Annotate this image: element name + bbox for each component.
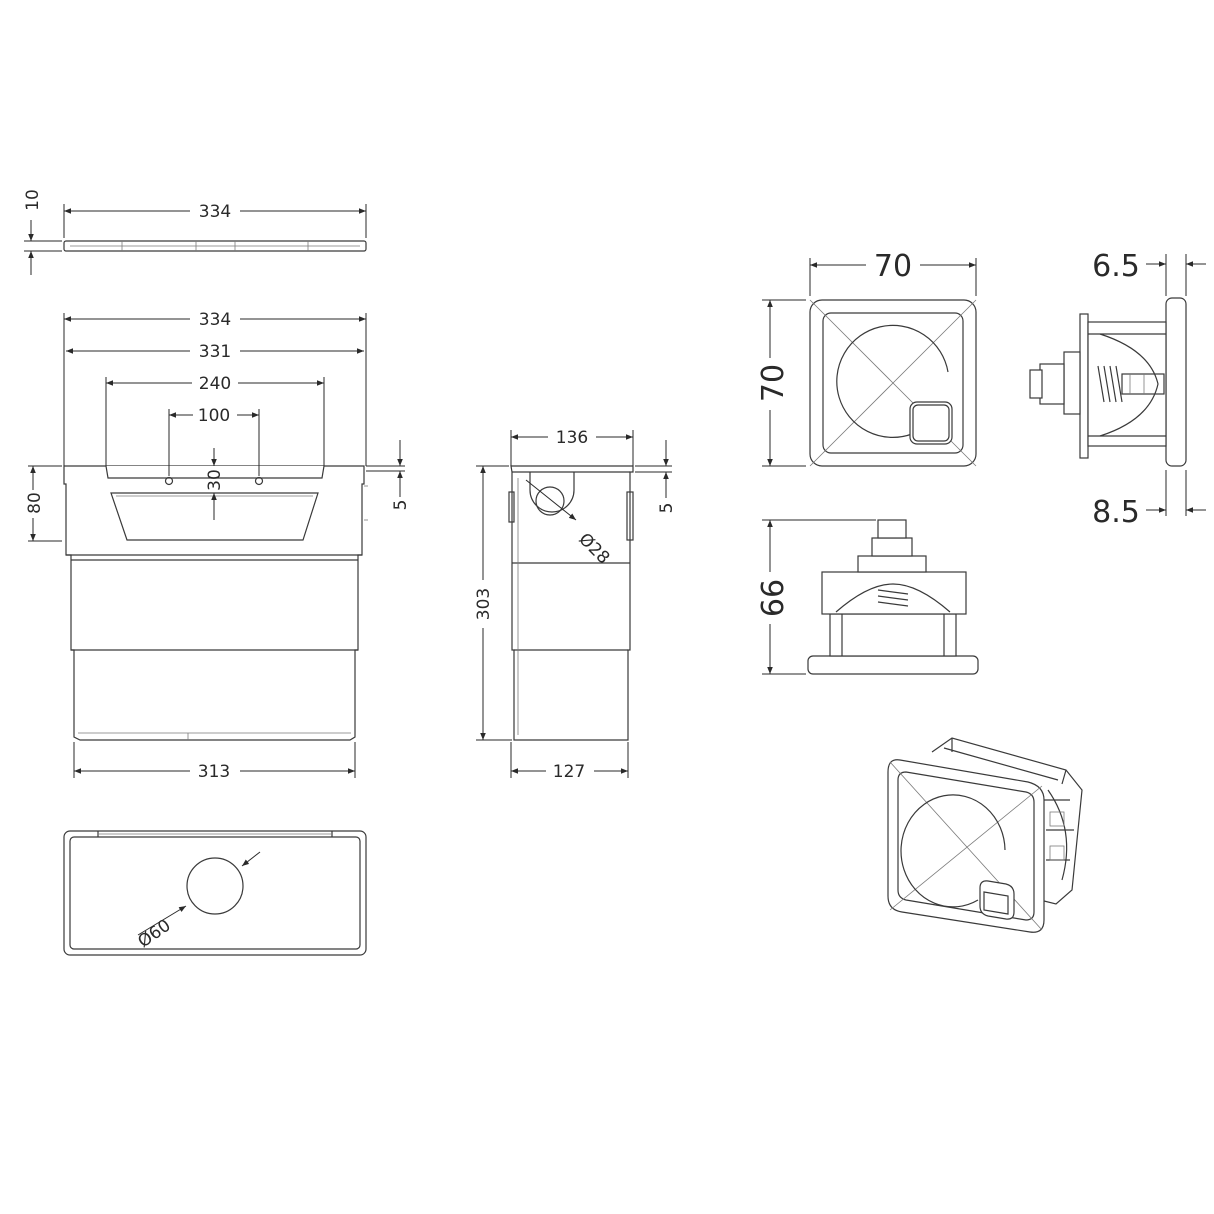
dim-plate-height: 70 (756, 364, 791, 402)
lid-top-view: 334 10 (23, 189, 367, 275)
cistern-front-view: 334 331 240 100 30 80 5 (25, 310, 411, 782)
dim-lid-thickness: 10 (23, 189, 43, 211)
dim-hole-spacing: 100 (198, 406, 230, 426)
dim-cistern-width-top: 334 (199, 310, 231, 330)
dim-lid-band-height: 80 (25, 492, 45, 514)
dim-plate-front-depth: 6.5 (1092, 249, 1140, 284)
dim-side-offset: 5 (657, 503, 677, 514)
cistern-plan-view: Ø60 (63, 830, 367, 956)
dim-base-width: 313 (198, 762, 230, 782)
dim-lid-width: 334 (199, 202, 231, 222)
dim-base-depth: 127 (553, 762, 585, 782)
flush-button-body-view: 66 (756, 519, 979, 675)
dim-side-depth-top: 136 (556, 428, 588, 448)
dim-button-slot-width: 240 (199, 374, 231, 394)
dim-plate-rear-depth: 8.5 (1092, 495, 1140, 530)
flush-plate-isometric-view (887, 737, 1083, 933)
flush-plate-front-view: 70 70 (756, 249, 977, 467)
dim-button-body-height: 66 (756, 579, 791, 617)
flush-plate-side-view: 6.5 8.5 (1029, 249, 1206, 530)
dim-hole-height: 30 (205, 469, 225, 491)
cistern-side-view: Ø28 136 303 5 127 (474, 428, 677, 782)
dim-plate-width: 70 (874, 249, 912, 284)
dim-cistern-width-inner: 331 (199, 342, 231, 362)
dim-lid-offset: 5 (391, 500, 411, 511)
dim-cistern-height: 303 (474, 588, 494, 620)
